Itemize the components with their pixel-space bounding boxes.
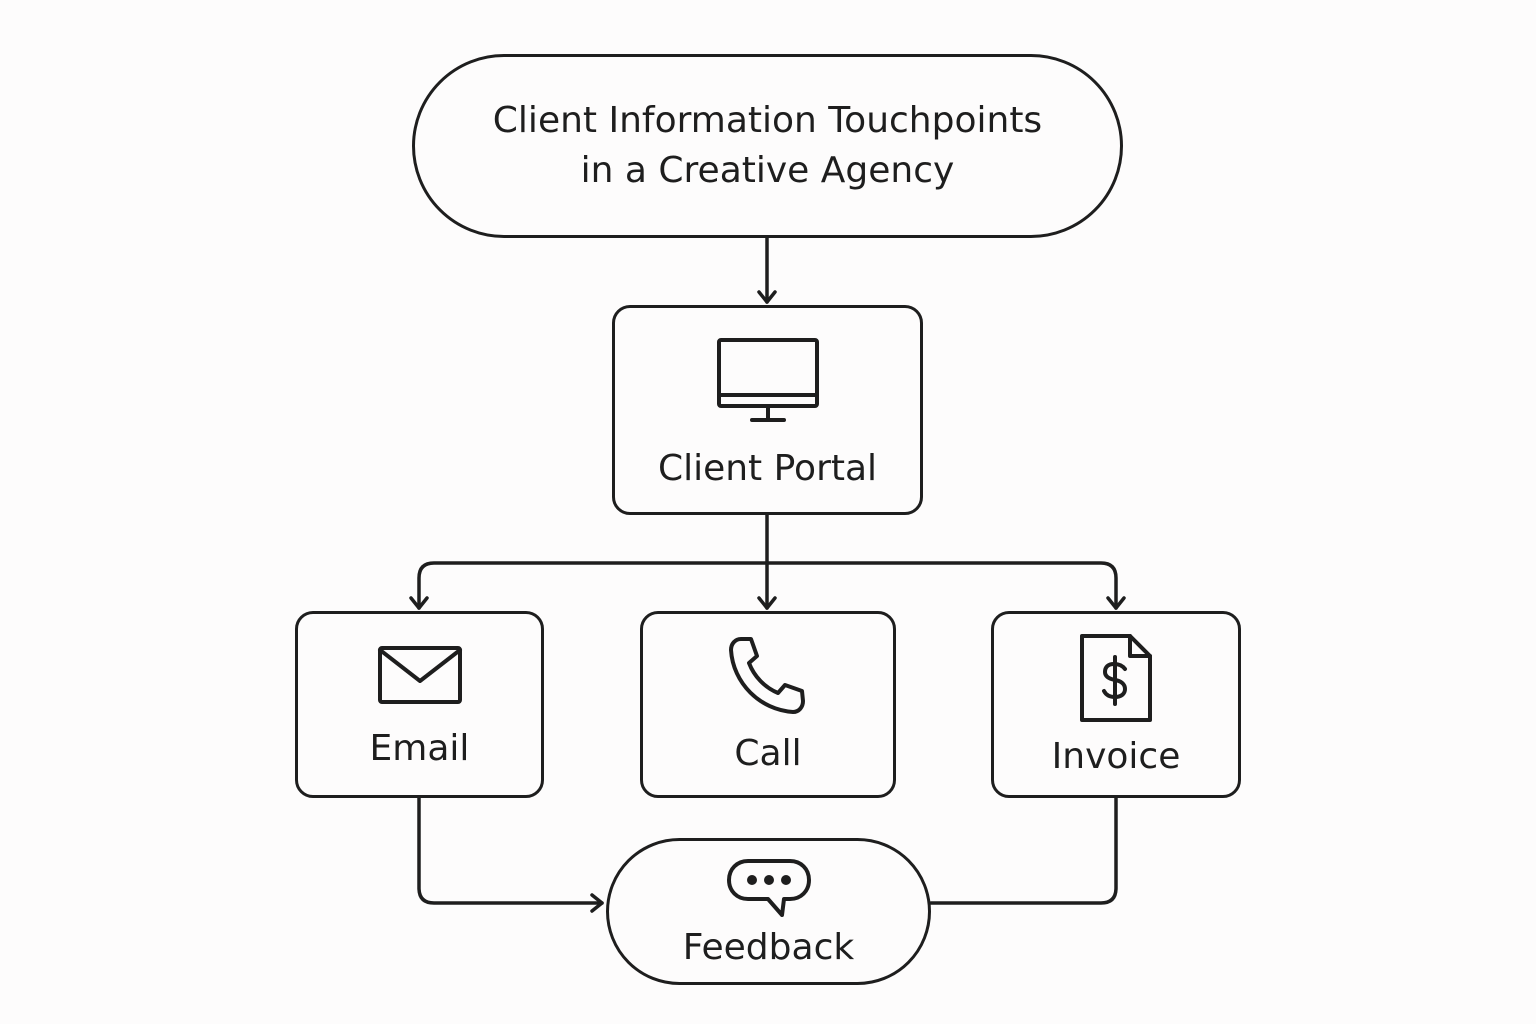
call-node: Call [640, 611, 896, 798]
envelope-icon [377, 645, 462, 704]
invoice-dollar-icon [1080, 633, 1152, 722]
email-label: Email [369, 727, 470, 769]
feedback-node: Feedback [606, 838, 931, 985]
email-node: Email [295, 611, 544, 798]
monitor-icon [716, 338, 819, 422]
arrow-to-invoice [1106, 596, 1126, 610]
phone-icon [729, 636, 805, 714]
call-label: Call [734, 732, 802, 774]
arrow-email-to-feedback [417, 796, 604, 905]
arrow-to-email [409, 596, 429, 610]
feedback-label: Feedback [682, 926, 855, 968]
title-line-1: Client Information Touchpoints [492, 100, 1043, 141]
title-node: Client Information Touchpoints in a Crea… [412, 54, 1123, 238]
chat-bubble-icon [726, 858, 811, 917]
diagram-title: Client Information Touchpoints in a Crea… [493, 96, 1042, 196]
title-line-2: in a Creative Agency [580, 150, 955, 191]
client-portal-label: Client Portal [657, 448, 878, 489]
invoice-label: Invoice [1051, 735, 1181, 777]
line-invoice-to-feedback [929, 796, 1118, 905]
branch-line [417, 561, 1118, 610]
client-portal-node: Client Portal [612, 305, 923, 515]
invoice-node: Invoice [991, 611, 1241, 798]
